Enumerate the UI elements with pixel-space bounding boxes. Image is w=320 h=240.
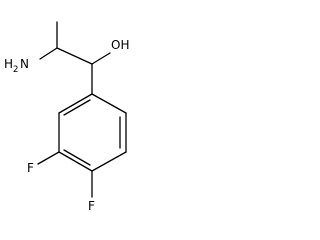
amine-hydrogen-label: H (4, 57, 13, 71)
ring-bond-6 (91, 93, 127, 114)
ring-bond-1 (58, 93, 93, 114)
hydroxyl-label: OH (111, 38, 129, 52)
ring-bond-1-inner (63, 99, 91, 116)
fluorine-meta-label: F (27, 161, 34, 175)
ring-bond-4 (91, 151, 127, 172)
bond-lines (37, 21, 127, 198)
fluorine-para-label: F (88, 199, 95, 213)
bond-fluorine-meta (37, 151, 60, 165)
bond-amine (39, 47, 58, 60)
atom-labels: H 2 N OH F F (4, 38, 129, 213)
ring-bond-3 (58, 151, 93, 172)
ring-bond-3-inner (63, 149, 91, 166)
amine-subscript-label: 2 (13, 65, 18, 75)
molecule-structure-diagram: H 2 N OH F F (4, 21, 129, 213)
bond-hydroxyl (91, 52, 111, 65)
bond-backbone (56, 47, 93, 65)
amine-nitrogen-label: N (20, 57, 29, 71)
